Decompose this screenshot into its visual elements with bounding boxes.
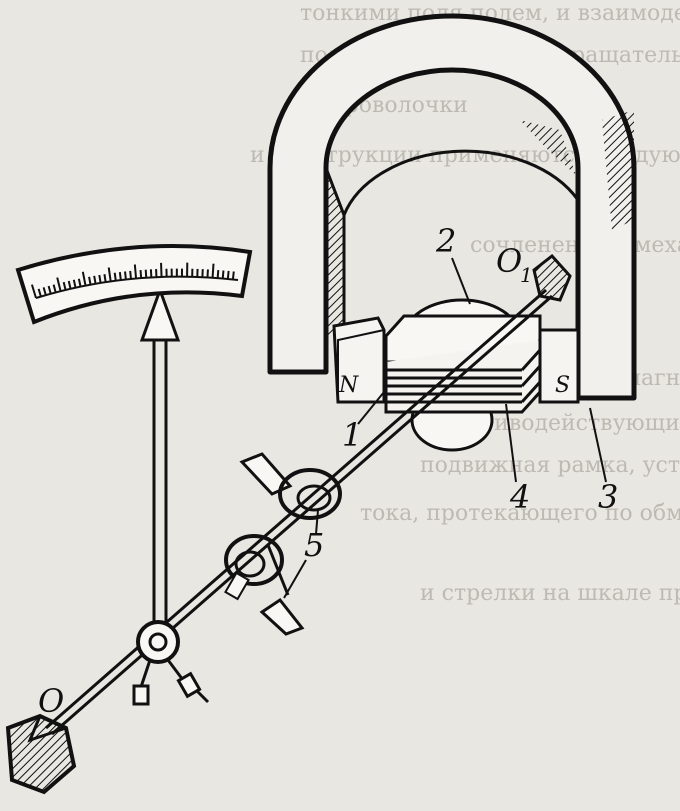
scale-tick [129, 270, 132, 280]
scale-tick [77, 278, 82, 287]
scale-tick [30, 284, 37, 299]
bg-line: подвижная рамка, установленная [420, 453, 680, 478]
label-axis-o1: O [496, 242, 522, 280]
pole-piece-south: S [538, 328, 580, 404]
scale-tick [221, 270, 225, 279]
south-pole-label: S [555, 373, 570, 398]
label-5: 5 [304, 526, 324, 564]
scale-tick [62, 281, 67, 291]
scale-tick [42, 287, 47, 296]
north-pole-label: N [338, 373, 359, 398]
scale-tick [144, 269, 148, 278]
scale-tick [37, 288, 42, 297]
label-1: 1 [342, 416, 362, 454]
scale-tick [211, 263, 215, 278]
scale-ticks [30, 262, 235, 299]
bg-line: сочленения с механизмом [470, 233, 680, 258]
bg-line: тока, протекающего по обмотке [360, 501, 680, 526]
label-2: 2 [435, 222, 456, 260]
scale-tick [139, 269, 143, 279]
scale-tick [113, 272, 117, 281]
scale-tick [47, 285, 52, 295]
scale-tick [98, 274, 102, 284]
scale-tick [216, 269, 220, 279]
scale-tick [118, 271, 122, 281]
scale-tick [72, 279, 77, 288]
scale-tick [226, 270, 230, 280]
scale-tick [52, 284, 57, 293]
scale-tick [124, 271, 127, 280]
spiral-springs [224, 452, 342, 636]
label-4: 4 [509, 478, 530, 516]
scale-tick [231, 271, 235, 280]
scale-tick [56, 277, 62, 292]
scale-tick [103, 274, 107, 283]
scale-tick [93, 275, 97, 284]
rotation-axis [5, 253, 572, 795]
label-axis-o1-subscript: 1 [520, 263, 533, 287]
scale-tick [81, 271, 87, 286]
horseshoe-magnet [267, 13, 637, 401]
part-labels: 2 O 1 1 4 3 5 O [38, 222, 618, 720]
dial-scale [15, 244, 253, 325]
scale-tick [88, 276, 92, 285]
scale-tick [107, 267, 112, 282]
needle-pointer [132, 285, 210, 706]
label-axis-o: O [38, 682, 64, 720]
scale-tick [67, 280, 72, 289]
label-3: 3 [598, 478, 618, 516]
bg-line: и стрелки на шкале прибора [420, 581, 680, 606]
pole-piece-north: N [332, 316, 386, 404]
scale-tick [133, 264, 138, 279]
